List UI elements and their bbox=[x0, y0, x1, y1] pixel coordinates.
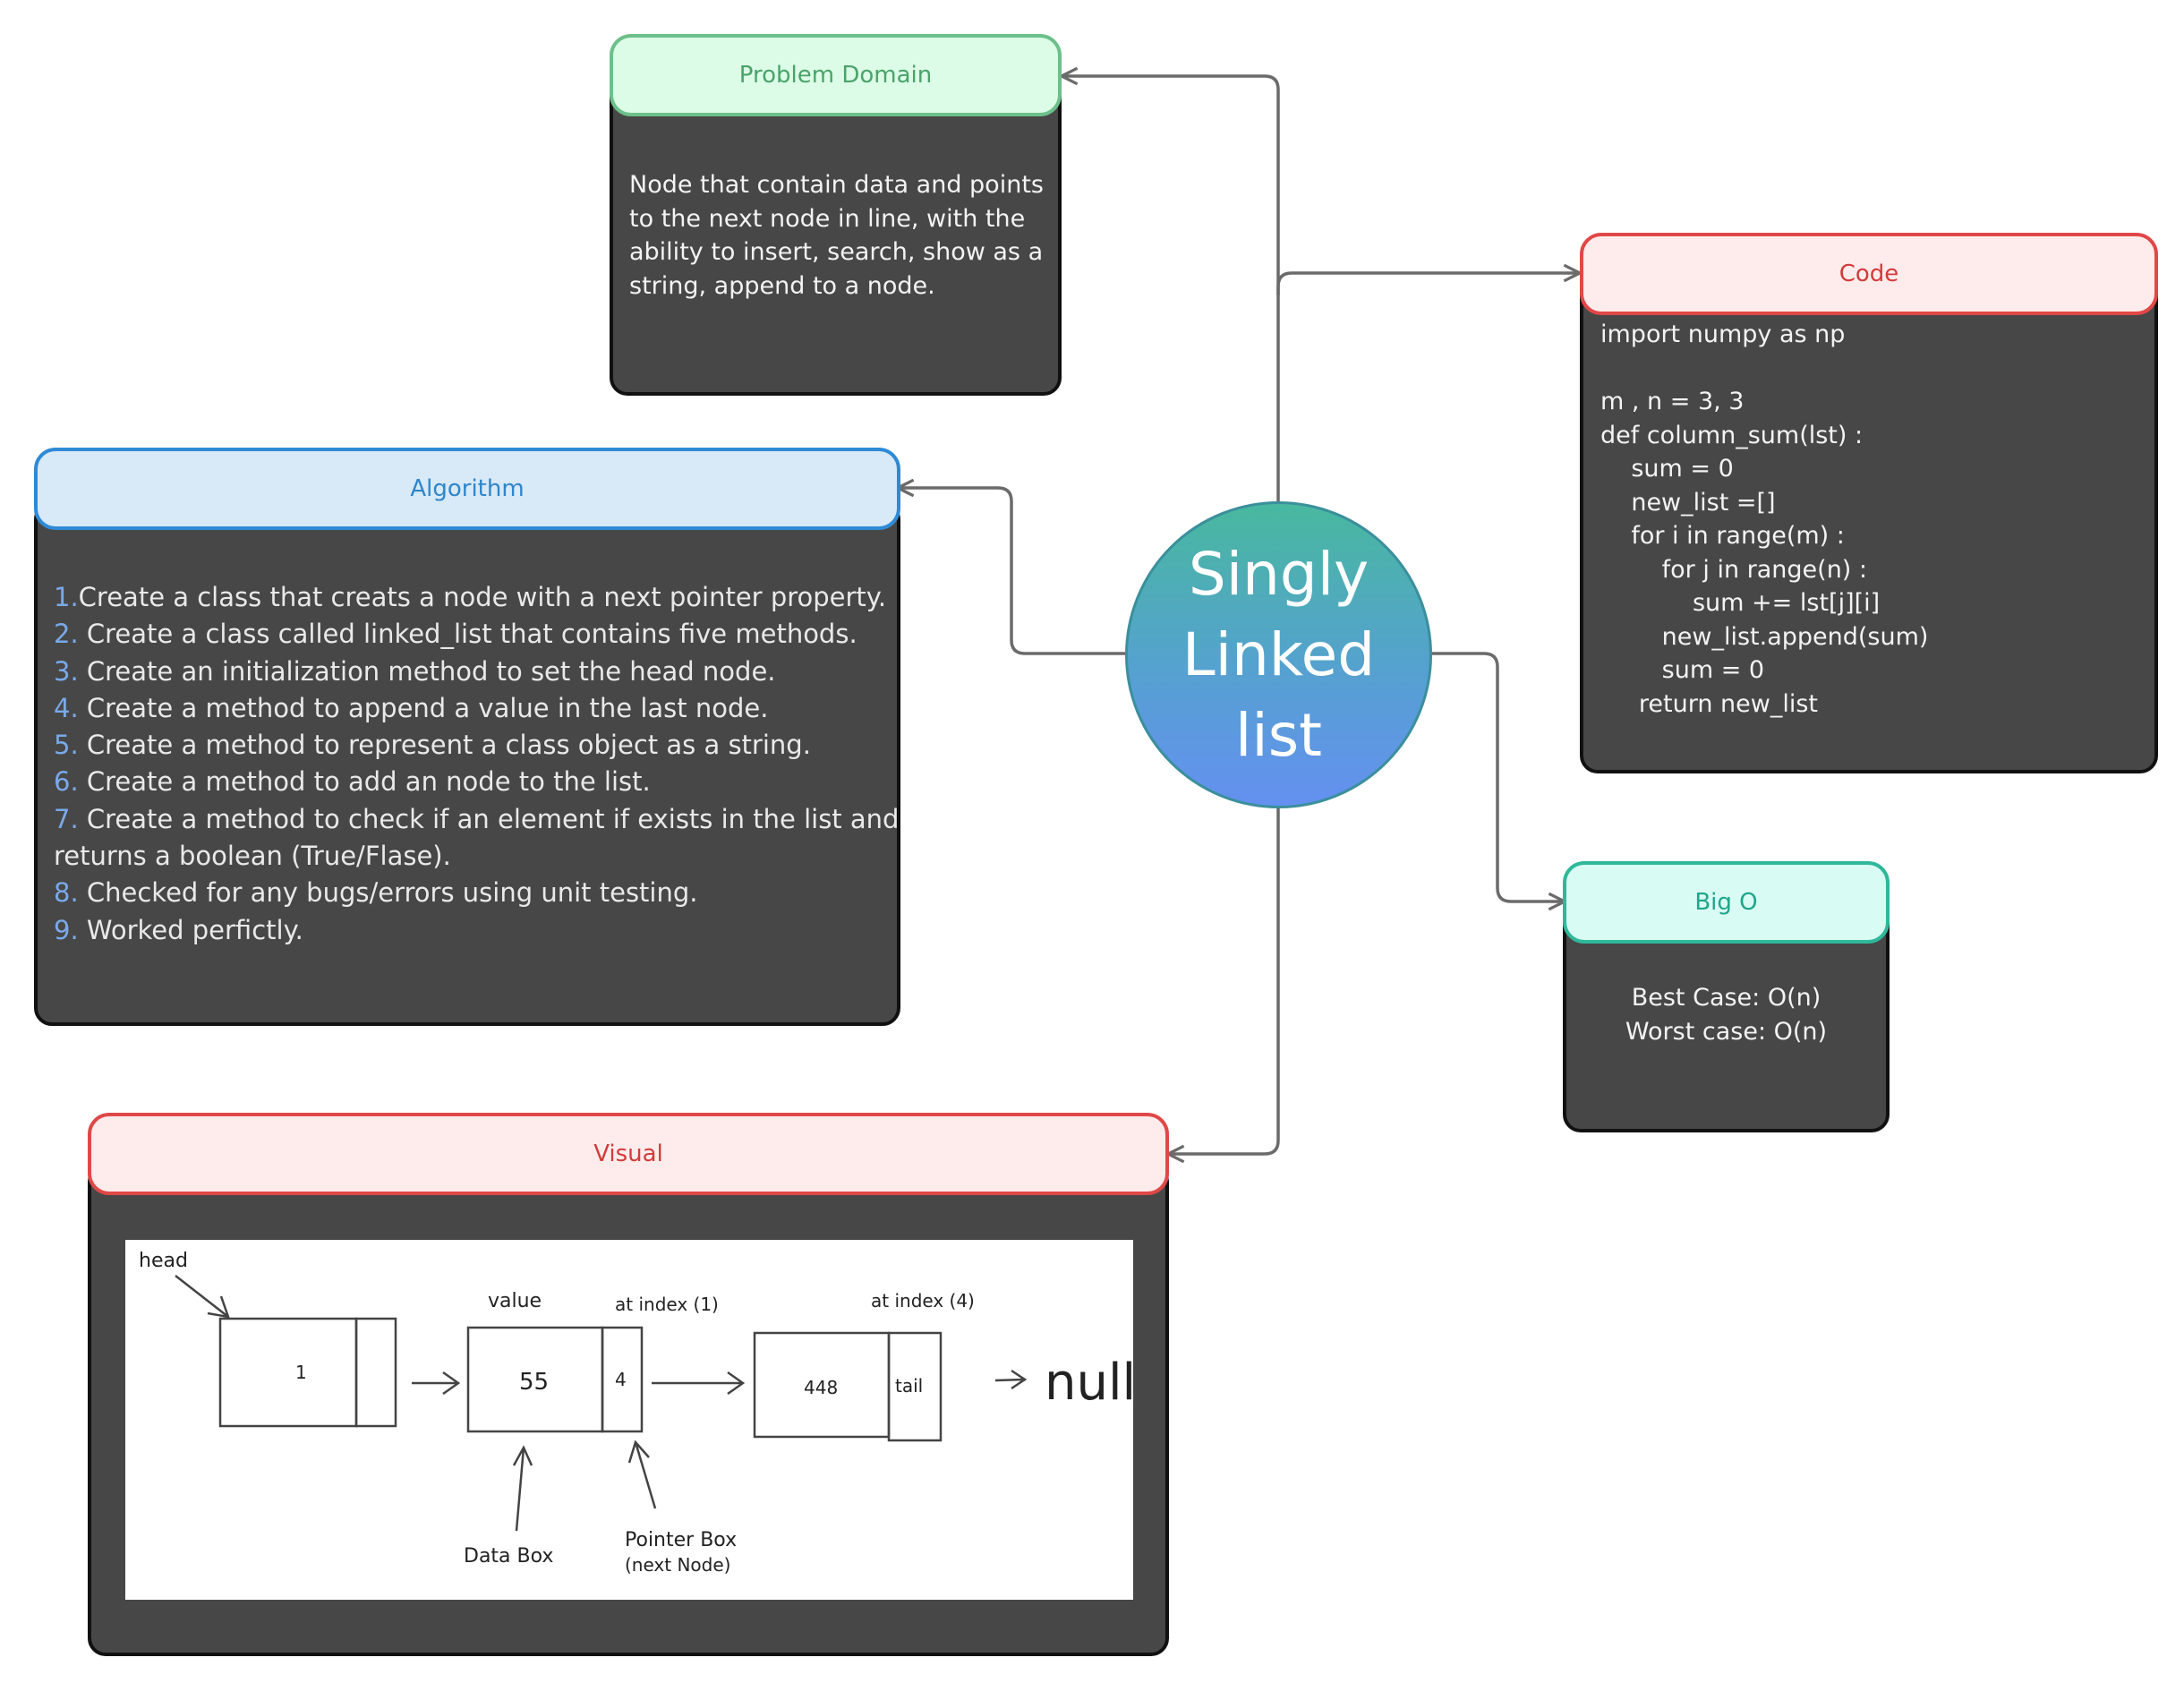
problem-domain-text: Node that contain data and points to the… bbox=[629, 171, 1044, 300]
value-label: value bbox=[488, 1290, 542, 1312]
algorithm-step-number: 5. bbox=[54, 730, 79, 761]
topic-title: Singly Linked list bbox=[1182, 539, 1376, 770]
node-3-value: 448 bbox=[804, 1377, 838, 1398]
algorithm-step-text: Worked perfictly. bbox=[78, 914, 303, 945]
problem-domain-header: Problem Domain bbox=[610, 34, 1062, 116]
algorithm-header: Algorithm bbox=[34, 448, 900, 530]
head-label: head bbox=[139, 1250, 188, 1272]
algorithm-step-number: 7. bbox=[54, 803, 79, 834]
node-2-value: 55 bbox=[519, 1369, 549, 1396]
node-3-pointer-value: tail bbox=[895, 1375, 923, 1397]
algorithm-step-text: Create an initialization method to set t… bbox=[78, 655, 776, 687]
algorithm-step-text: Create a method to append a value in the… bbox=[78, 692, 769, 723]
connector-visual bbox=[1168, 808, 1280, 1154]
algorithm-steps: 1.Create a class that creats a node with… bbox=[54, 579, 899, 949]
algorithm-step: 8. Checked for any bugs/errors using uni… bbox=[54, 875, 895, 911]
algorithm-step: 1.Create a class that creats a node with… bbox=[54, 579, 895, 616]
algorithm-step: 7. Create a method to check if an elemen… bbox=[54, 801, 899, 876]
algorithm-step-text: Create a method to represent a class obj… bbox=[78, 730, 811, 761]
algorithm-step: 4. Create a method to append a value in … bbox=[54, 690, 895, 727]
algorithm-step-number: 4. bbox=[54, 692, 79, 723]
null-label: null bbox=[1045, 1354, 1133, 1412]
arrow-node1-node2 bbox=[412, 1371, 461, 1396]
algorithm-step: 3. Create an initialization method to se… bbox=[54, 654, 895, 690]
code-header: Code bbox=[1580, 233, 2158, 315]
algorithm-step-number: 3. bbox=[54, 655, 79, 687]
algorithm-step-text: Create a class that creats a node with a… bbox=[78, 582, 887, 612]
arrow-node3-null bbox=[994, 1369, 1028, 1390]
pointer-box-arrow bbox=[627, 1440, 657, 1509]
algorithm-step: 9. Worked perfictly. bbox=[54, 912, 895, 949]
arrow-node2-node3 bbox=[652, 1371, 746, 1396]
node-1-data-box bbox=[218, 1317, 358, 1428]
linked-list-sketch: head value at index (1) at index (4) 1 5… bbox=[125, 1240, 1133, 1600]
algorithm-step-text: Create a method to check if an element i… bbox=[54, 803, 900, 872]
algorithm-card bbox=[34, 501, 900, 1026]
algorithm-step-number: 9. bbox=[54, 914, 79, 945]
algorithm-step: 5. Create a method to represent a class … bbox=[54, 727, 895, 764]
algorithm-step-number: 2. bbox=[54, 619, 79, 650]
algorithm-step: 2. Create a class called linked_list tha… bbox=[54, 616, 895, 653]
pointer-box-sublabel: (next Node) bbox=[625, 1554, 730, 1576]
algorithm-step-text: Create a method to add an node to the li… bbox=[78, 766, 651, 798]
visual-header: Visual bbox=[88, 1113, 1169, 1195]
topic-node: Singly Linked list bbox=[1125, 501, 1432, 808]
pointer-box-label: Pointer Box bbox=[625, 1529, 737, 1551]
algorithm-step-number: 8. bbox=[54, 877, 79, 909]
node-3-pointer-box bbox=[887, 1331, 943, 1442]
connector-big-o bbox=[1432, 652, 1565, 901]
algorithm-step-number: 1. bbox=[54, 582, 79, 612]
data-box-label: Data Box bbox=[464, 1545, 553, 1568]
big-o-text: Best Case: O(n) Worst case: O(n) bbox=[1625, 984, 1828, 1046]
connector-algorithm bbox=[898, 488, 1125, 655]
index-4-label: at index (4) bbox=[871, 1290, 975, 1311]
data-box-arrow bbox=[512, 1445, 533, 1532]
node-1-value: 1 bbox=[295, 1362, 307, 1383]
algorithm-step: 6. Create a method to add an node to the… bbox=[54, 764, 895, 800]
index-1-label: at index (1) bbox=[615, 1294, 719, 1315]
algorithm-step-text: Checked for any bugs/errors using unit t… bbox=[78, 877, 698, 909]
node-2-pointer-value: 4 bbox=[615, 1369, 627, 1390]
head-arrow bbox=[175, 1275, 230, 1319]
connector-code bbox=[1276, 273, 1580, 295]
algorithm-step-text: Create a class called linked_list that c… bbox=[78, 619, 857, 650]
code-block: import numpy as np m , n = 3, 3 def colu… bbox=[1600, 320, 1929, 718]
node-1-pointer-box bbox=[354, 1317, 397, 1428]
algorithm-step-number: 6. bbox=[54, 766, 79, 798]
node-2-pointer-box bbox=[601, 1326, 644, 1433]
connector-problem-domain bbox=[1062, 76, 1280, 501]
big-o-header: Big O bbox=[1563, 861, 1890, 944]
